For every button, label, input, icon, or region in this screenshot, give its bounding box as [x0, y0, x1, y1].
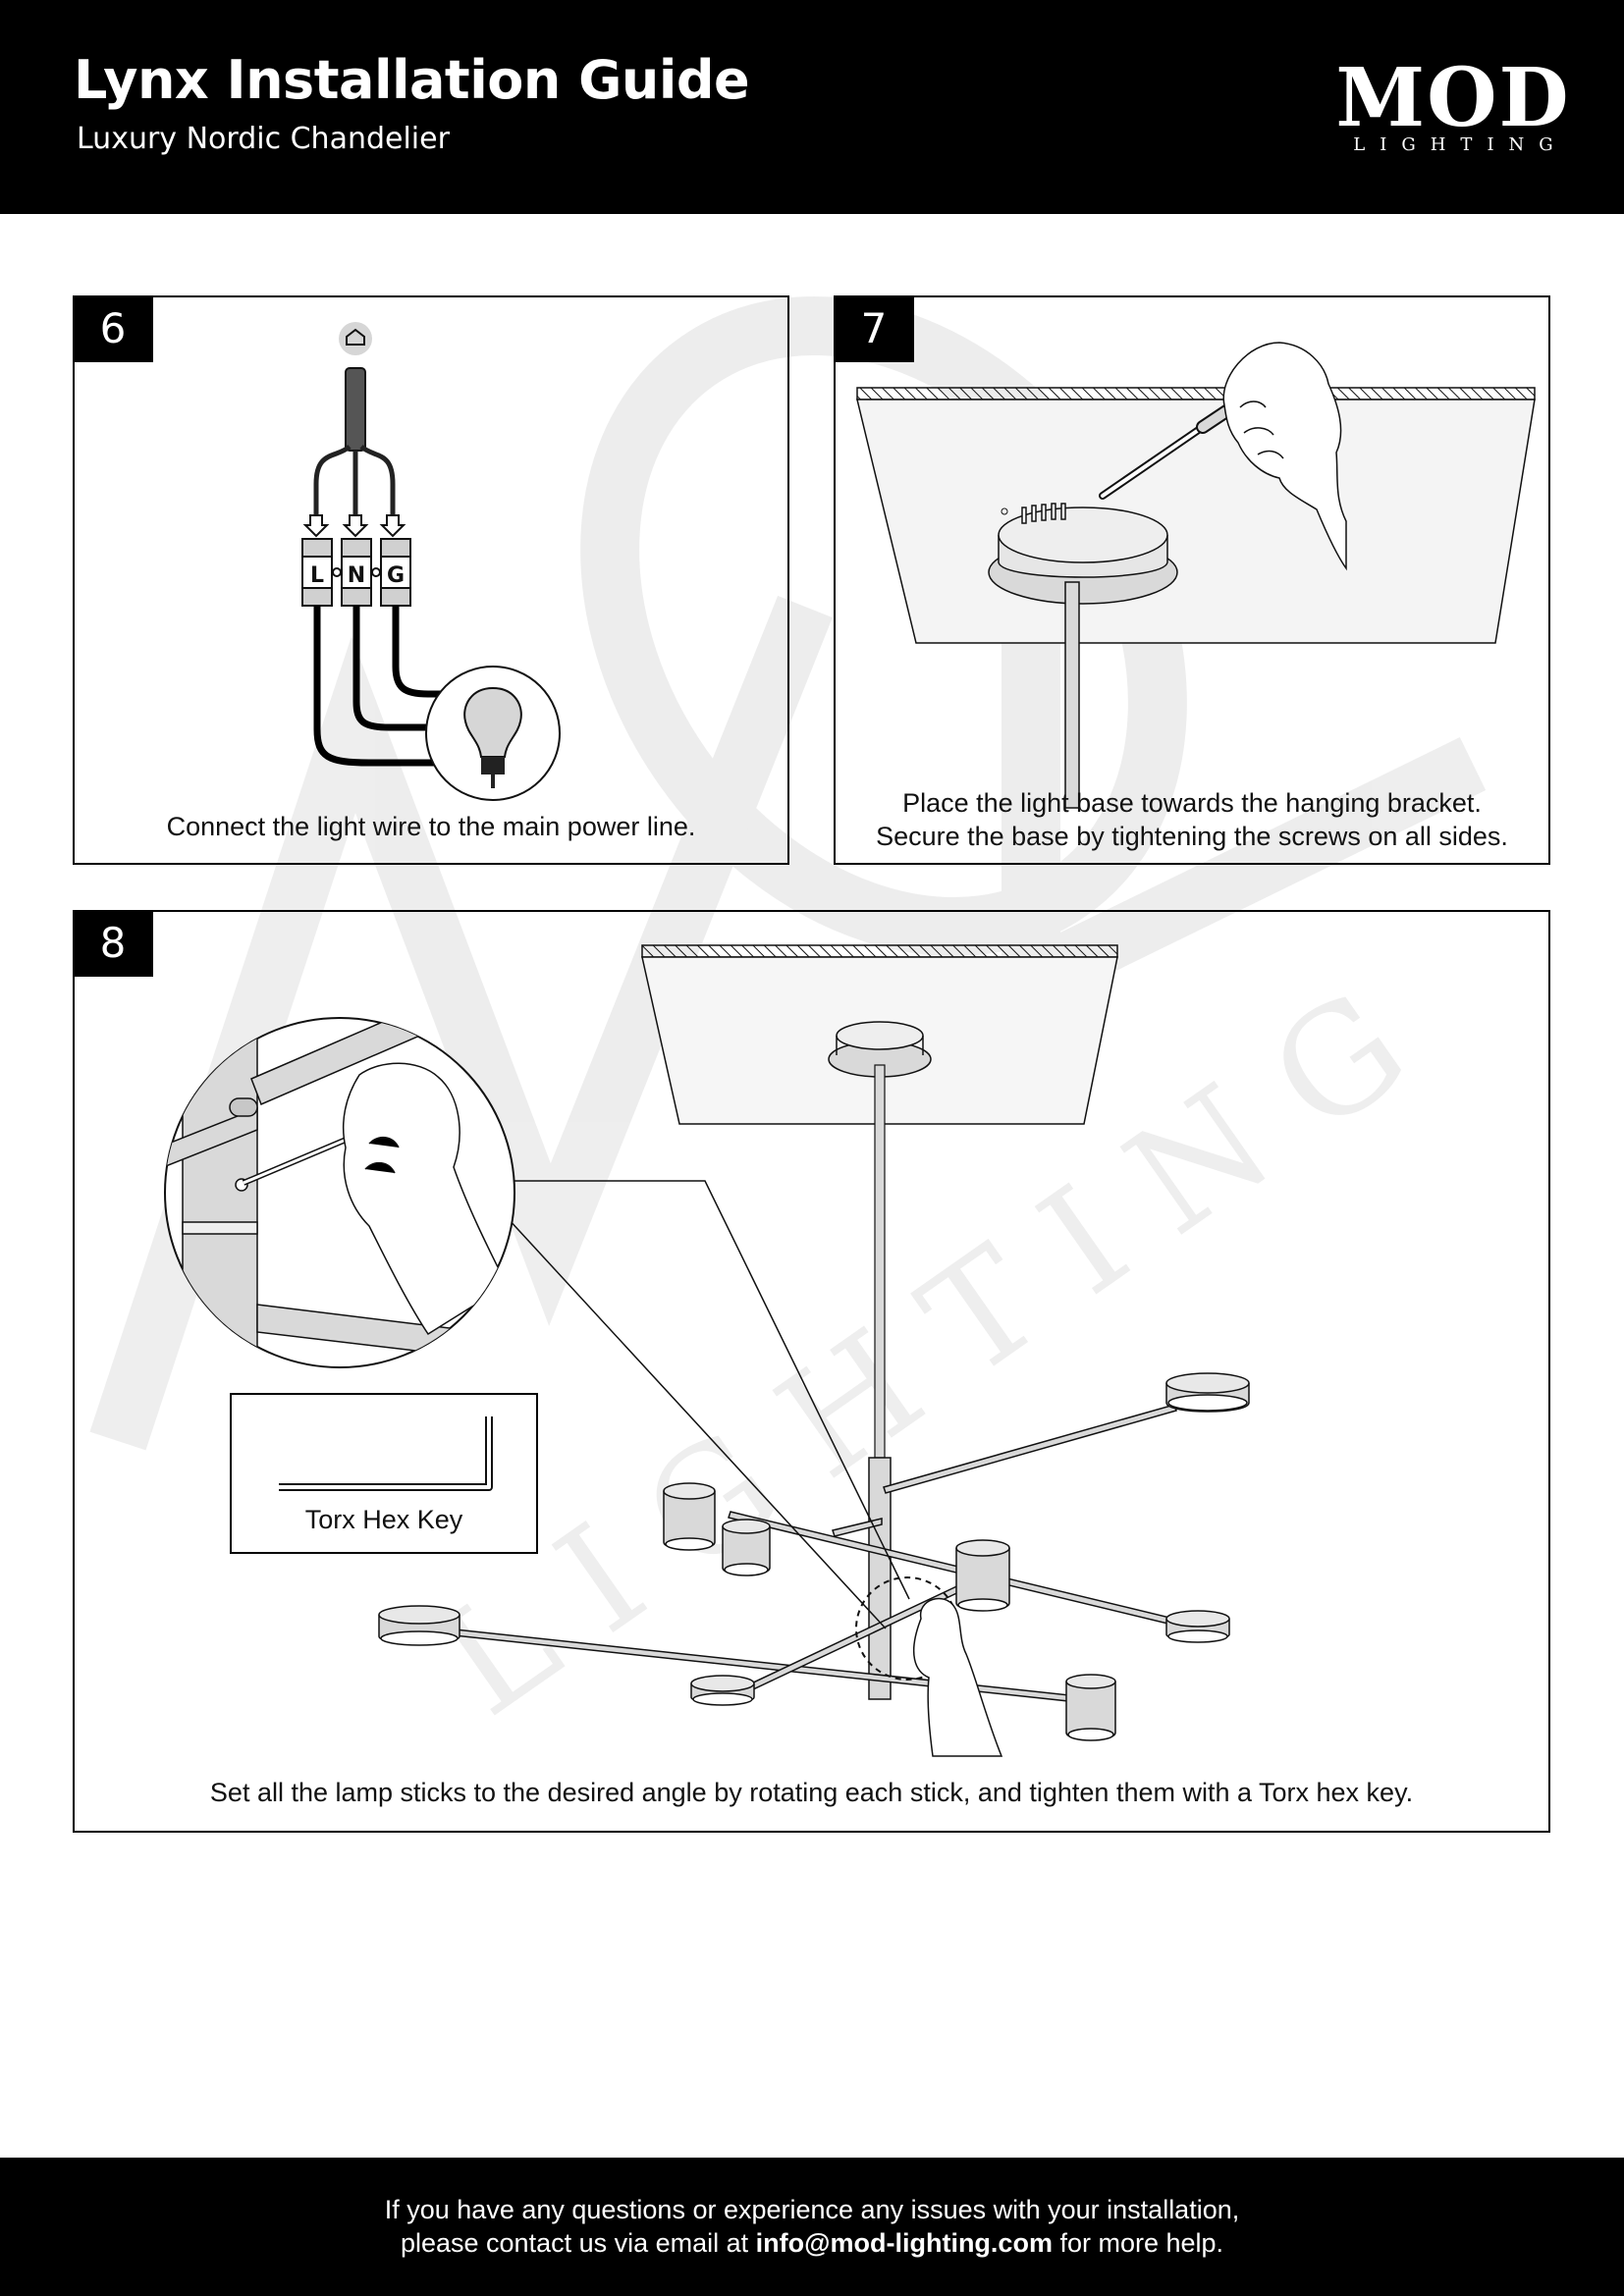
detail-inset: [164, 1017, 515, 1368]
step-8-number: 8: [73, 910, 153, 977]
support-email-link[interactable]: info@mod-lighting.com: [755, 2228, 1053, 2258]
step-6-panel: 6 L N: [73, 295, 789, 865]
footer-line-1: If you have any questions or experience …: [384, 2195, 1240, 2224]
hex-key-icon: [279, 1416, 493, 1491]
mounting-diagram: [856, 342, 1536, 809]
footer-line-2-suffix: for more help.: [1052, 2228, 1224, 2258]
hand-icon: [912, 1597, 1003, 1757]
hand-icon: [1222, 342, 1347, 571]
terminal-label-l: L: [310, 563, 324, 588]
tool-label: Torx Hex Key: [304, 1505, 463, 1534]
page-subtitle: Luxury Nordic Chandelier: [77, 122, 450, 156]
page-header: Lynx Installation Guide Luxury Nordic Ch…: [0, 0, 1624, 214]
wiring-diagram: L N G: [301, 322, 561, 801]
footer-line-2: please contact us via email at info@mod-…: [0, 2226, 1624, 2260]
footer-line-2-prefix: please contact us via email at: [400, 2228, 756, 2258]
terminal-label-g: G: [387, 563, 405, 588]
logo-wordmark: MOD: [1335, 51, 1571, 145]
step-6-number: 6: [73, 295, 153, 362]
step-8-caption: Set all the lamp sticks to the desired a…: [209, 1778, 1414, 1807]
chandelier-diagram: [164, 944, 1250, 1757]
page-title: Lynx Installation Guide: [74, 49, 750, 111]
terminal-label-n: N: [348, 563, 365, 588]
brand-logo: MOD LIGHTING: [1335, 54, 1571, 162]
step-7-caption-line1: Place the light base towards the hanging…: [902, 788, 1482, 818]
step-8-panel: 8: [73, 910, 1550, 1833]
step-6-caption: Connect the light wire to the main power…: [166, 812, 696, 841]
page-footer: If you have any questions or experience …: [0, 2158, 1624, 2296]
step-7-panel: 7: [834, 295, 1550, 865]
step-7-number: 7: [834, 295, 914, 362]
step-7-caption-line2: Secure the base by tightening the screws…: [876, 822, 1508, 851]
house-icon: [339, 322, 372, 355]
footer-help-text: If you have any questions or experience …: [0, 2193, 1624, 2260]
tool-box: Torx Hex Key: [230, 1393, 538, 1554]
light-bulb-icon: [425, 666, 561, 801]
logo-tagline: LIGHTING: [1353, 134, 1568, 155]
